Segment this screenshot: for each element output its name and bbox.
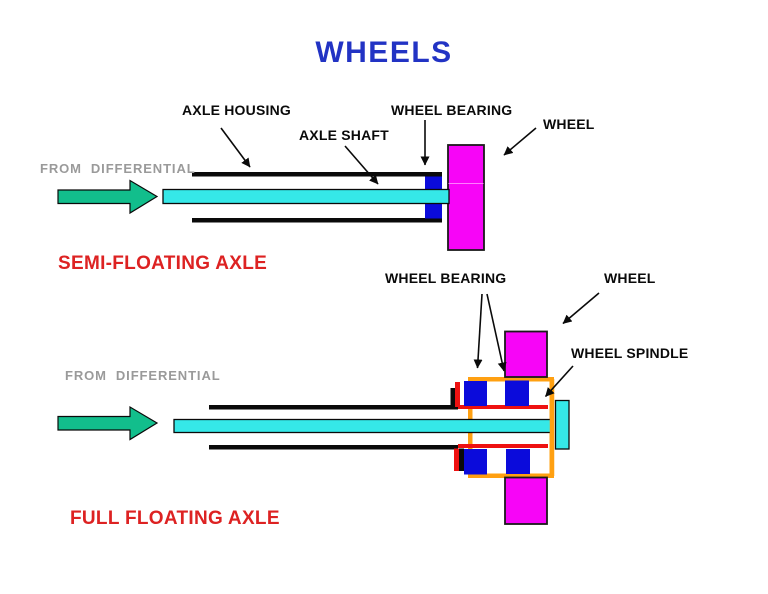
semi-wheel-pointer bbox=[503, 127, 537, 156]
semi-axle-shaft-pointer bbox=[344, 145, 379, 185]
full-wheel-bearing-label: WHEEL BEARING bbox=[385, 270, 507, 286]
semi-floating-axle-caption: SEMI-FLOATING AXLE bbox=[58, 253, 268, 274]
semi-axle-housing-label: AXLE HOUSING bbox=[182, 102, 291, 118]
full-axle-housing-top-line bbox=[209, 405, 458, 410]
full-wheel-bearing-top-inner bbox=[464, 381, 487, 406]
full-wheel-spindle-pointer bbox=[544, 365, 574, 398]
semi-wheel bbox=[447, 144, 485, 251]
full-wheel-label: WHEEL bbox=[604, 270, 656, 286]
full-spindle-top-line bbox=[458, 405, 548, 409]
full-axle-shaft-end-cap bbox=[554, 399, 570, 450]
semi-wheel-label: WHEEL bbox=[543, 116, 595, 132]
full-housing-flange-bottom-red bbox=[454, 448, 459, 471]
full-axle-housing-bottom-line bbox=[209, 445, 458, 450]
full-wheel-bearing-bottom-inner bbox=[464, 449, 487, 475]
full-wheel-bearing-bottom-outer bbox=[506, 449, 530, 474]
semi-wheel-bearing-label: WHEEL BEARING bbox=[391, 102, 513, 118]
page-title: WHEELS bbox=[315, 36, 453, 69]
semi-axle-housing-bottom-line bbox=[192, 218, 442, 223]
full-wheel-bearing-pointer-1 bbox=[473, 293, 483, 369]
full-wheel-bearing-pointer-2 bbox=[486, 293, 507, 372]
full-wheel-spindle-label: WHEEL SPINDLE bbox=[571, 345, 689, 361]
semi-from-differential-arrow bbox=[57, 179, 159, 215]
full-from-differential-arrow bbox=[57, 405, 159, 441]
full-wheel-bearing-top-outer bbox=[505, 380, 529, 406]
semi-wheel-bearing-top bbox=[425, 176, 442, 191]
semi-axle-shaft-label: AXLE SHAFT bbox=[299, 127, 389, 143]
semi-axle-shaft bbox=[162, 188, 450, 205]
full-housing-flange-top-red bbox=[455, 382, 460, 407]
full-wheel-top bbox=[504, 330, 548, 378]
semi-from-differential-label: FROM DIFFERENTIAL bbox=[40, 161, 196, 176]
semi-wheel-bearing-bottom bbox=[425, 203, 442, 219]
full-spindle-bottom-line bbox=[458, 444, 548, 448]
semi-axle-housing-pointer bbox=[220, 127, 251, 168]
full-axle-shaft bbox=[173, 418, 552, 434]
full-housing-flange-top-black bbox=[450, 388, 455, 407]
full-housing-flange-bottom-black bbox=[459, 448, 464, 471]
semi-axle-housing-top-line bbox=[192, 172, 442, 177]
full-floating-axle-caption: FULL FLOATING AXLE bbox=[70, 508, 280, 529]
full-wheel-pointer bbox=[562, 292, 600, 325]
full-from-differential-label: FROM DIFFERENTIAL bbox=[65, 368, 221, 383]
full-wheel-bottom bbox=[504, 476, 548, 525]
